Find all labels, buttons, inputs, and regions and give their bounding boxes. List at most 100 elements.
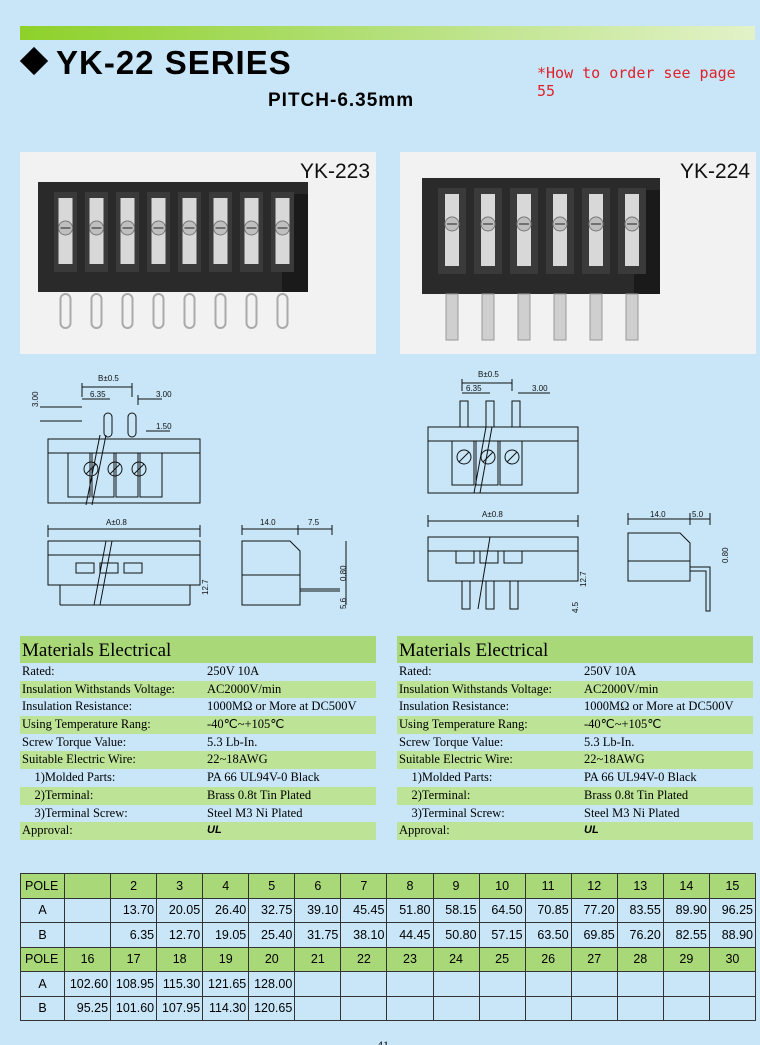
table-cell: 32.75 <box>248 897 296 923</box>
solder-pin <box>59 293 72 329</box>
table-cell <box>570 971 618 997</box>
spec-row: Insulation Withstands Voltage:AC2000V/mi… <box>20 680 376 699</box>
solder-pin <box>90 293 103 329</box>
table-cell: 12.70 <box>156 922 204 948</box>
dim-b: B±0.5 <box>478 370 499 379</box>
spec-row: 1)Molded Parts:PA 66 UL94V-0 Black <box>399 770 697 785</box>
terminal-block-photo <box>38 182 308 329</box>
top-view: B±0.5 6.35 3.00 <box>427 370 579 494</box>
table-cell: 20.05 <box>156 897 204 923</box>
table-cell: 108.95 <box>110 971 158 997</box>
table-cell: 6.35 <box>110 922 158 948</box>
table-cell: 7 <box>340 873 388 899</box>
spec-row: 1)Molded Parts:PA 66 UL94V-0 Black <box>22 770 320 785</box>
spec-row: Suitable Electric Wire:22~18AWG <box>397 751 753 770</box>
top-view: B±0.5 6.35 3.00 3.00 1.50 <box>31 374 201 506</box>
spec-row: Using Temperature Rang:-40℃~+105℃ <box>20 716 376 734</box>
series-title: YK-22 SERIES <box>19 44 292 82</box>
model-label: YK-224 <box>679 160 750 183</box>
solder-pin <box>517 293 531 341</box>
side-view: 14.0 5.0 0.80 <box>627 510 730 612</box>
page-number: 41 <box>377 1038 389 1045</box>
table-cell <box>708 995 757 1021</box>
table-cell <box>63 873 112 899</box>
solder-pin <box>625 293 639 341</box>
row-label: POLE <box>20 873 65 899</box>
table-cell <box>432 971 480 997</box>
spec-row: Suitable Electric Wire:22~18AWG <box>20 751 376 770</box>
dim-pitch: 6.35 <box>466 384 482 393</box>
table-cell: 102.60 <box>63 971 112 997</box>
dim-300-side: 3.00 <box>31 391 40 407</box>
table-cell: 15 <box>708 873 757 899</box>
row-label: A <box>20 971 65 997</box>
dim-127: 12.7 <box>201 579 210 595</box>
row-label: B <box>20 995 65 1021</box>
table-cell: 128.00 <box>248 971 296 997</box>
side-view: 14.0 7.5 0.80 5.6 12.7 <box>201 518 348 609</box>
product-photo-yk224: YK-224 <box>400 152 756 354</box>
table-cell <box>524 971 572 997</box>
spec-row: Insulation Resistance:1000MΩ or More at … <box>22 699 357 714</box>
spec-row: Screw Torque Value:5.3 Lb-In. <box>22 734 258 749</box>
solder-pin <box>445 293 459 341</box>
table-cell <box>478 971 526 997</box>
solder-pin <box>553 293 567 341</box>
materials-panel-left: Materials Electrical Rated:250V 10A Insu… <box>20 636 376 840</box>
materials-heading: Materials Electrical <box>397 636 753 663</box>
table-cell <box>432 995 480 1021</box>
table-cell: 9 <box>432 873 480 899</box>
table-cell <box>340 971 388 997</box>
solder-pin <box>245 293 258 329</box>
spec-row: Approval:UL <box>397 822 753 840</box>
table-cell: 30 <box>708 946 757 972</box>
front-view: A±0.8 <box>47 518 201 606</box>
spec-row: 3)Terminal Screw:Steel M3 Ni Plated <box>22 805 303 820</box>
table-cell: 38.10 <box>340 922 388 948</box>
table-cell: 4 <box>202 873 250 899</box>
front-view: A±0.8 12.7 4.5 <box>427 510 588 613</box>
table-cell: 23 <box>386 946 434 972</box>
table-cell: 115.30 <box>156 971 204 997</box>
dim-300: 3.00 <box>532 384 548 393</box>
table-cell: 25 <box>478 946 526 972</box>
model-label: YK-223 <box>299 160 370 183</box>
table-cell <box>386 971 434 997</box>
ul-approval-icon: UL <box>207 824 222 837</box>
table-cell: 14 <box>662 873 710 899</box>
table-cell <box>616 971 664 997</box>
solder-pin <box>152 293 165 329</box>
table-cell <box>708 971 757 997</box>
dim-080: 0.80 <box>721 547 730 563</box>
spec-row: Rated:250V 10A <box>399 664 637 678</box>
dim-150: 1.50 <box>156 422 172 431</box>
materials-panel-right: Materials Electrical Rated:250V 10A Insu… <box>397 636 753 840</box>
spec-row: 2)Terminal:Brass 0.8t Tin Plated <box>20 786 376 805</box>
table-cell: 22 <box>340 946 388 972</box>
dim-75: 7.5 <box>308 518 320 527</box>
row-label: A <box>20 897 65 923</box>
table-cell <box>524 995 572 1021</box>
dim-140: 14.0 <box>650 510 666 519</box>
table-cell: 13 <box>616 873 664 899</box>
table-cell: 10 <box>478 873 526 899</box>
table-cell <box>63 922 112 948</box>
spec-row: 2)Terminal:Brass 0.8t Tin Plated <box>397 786 753 805</box>
spec-row: Screw Torque Value:5.3 Lb-In. <box>399 734 635 749</box>
table-cell <box>616 995 664 1021</box>
table-cell: 63.50 <box>524 922 572 948</box>
header-gradient-bar <box>20 26 755 40</box>
product-photo-yk223: YK-223 <box>20 152 376 354</box>
table-cell <box>478 995 526 1021</box>
dim-a: A±0.8 <box>482 510 503 519</box>
dim-45: 4.5 <box>571 601 580 613</box>
drawing-yk224: B±0.5 6.35 3.00 A±0.8 12.7 4.5 14.0 5.0 … <box>427 370 730 613</box>
dim-300: 3.00 <box>156 390 172 399</box>
table-cell <box>294 995 342 1021</box>
table-cell: 17 <box>110 946 158 972</box>
solder-pin <box>214 293 227 329</box>
table-cell: 16 <box>63 946 112 972</box>
table-cell: 19.05 <box>202 922 250 948</box>
